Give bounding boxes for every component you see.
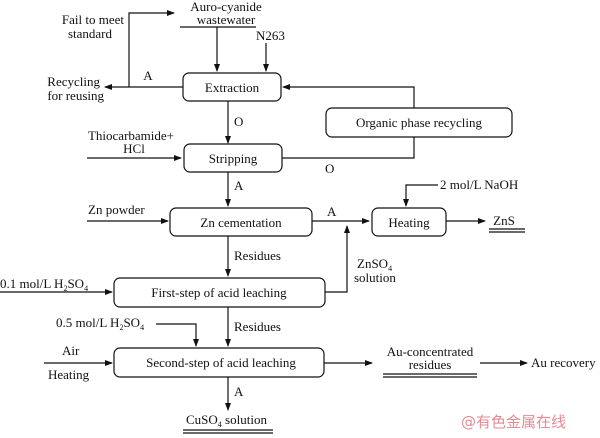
znso4-return-arrow xyxy=(325,225,350,293)
aqueous-label-extraction: A xyxy=(143,68,153,83)
residues-label-1: Residues xyxy=(234,248,281,263)
znso4-solution-label: solution xyxy=(354,270,396,285)
extraction-label: Extraction xyxy=(205,80,260,95)
recycle-label-line2: for reusing xyxy=(47,88,104,103)
acid2-arrow xyxy=(156,323,199,347)
fail-label-line2: standard xyxy=(68,26,113,41)
first-leach-label: First-step of acid leaching xyxy=(151,285,287,300)
acid2-prefix: 0.5 mol/L H xyxy=(56,315,119,330)
naoh-label: 2 mol/L NaOH xyxy=(440,177,518,192)
fail-loop-arrow xyxy=(128,10,175,87)
stripping-label: Stripping xyxy=(209,151,258,166)
heating-condition-label: Heating xyxy=(48,367,90,382)
acid1-sub4: 4 xyxy=(84,284,88,293)
cuso4-suffix: solution xyxy=(222,412,268,427)
heating-label: Heating xyxy=(388,215,430,230)
strip-reagent-line1: Thiocarbamide+ xyxy=(88,128,174,143)
au-conc-label-line2: residues xyxy=(409,357,452,372)
au-recovery-label: Au recovery xyxy=(531,355,596,370)
zn-cementation-box xyxy=(169,207,313,237)
acid1-sub2: 2 xyxy=(63,284,67,293)
au-conc-label-line1: Au-concentrated xyxy=(387,344,474,359)
heating-box xyxy=(371,207,447,237)
aqueous-label-stripping: A xyxy=(234,178,244,193)
organic-label-stripping: O xyxy=(325,161,334,176)
aqueous-label-leach2: A xyxy=(234,384,244,399)
fail-label-line1: Fail to meet xyxy=(62,12,124,27)
watermark: @有色金属在线 xyxy=(461,413,566,431)
organic-return-arrow xyxy=(282,84,415,108)
acid2-label: 0.5 mol/L H2SO4 xyxy=(56,315,144,332)
acid1-so: SO xyxy=(67,276,84,291)
znso4-sub: 4 xyxy=(388,264,392,273)
organic-label-extraction: O xyxy=(234,114,243,129)
cuso4-product: CuSO4 solution xyxy=(186,412,267,429)
acid2-sub4: 4 xyxy=(140,323,144,332)
second-leach-label: Second-step of acid leaching xyxy=(146,355,296,370)
naoh-arrow xyxy=(403,184,438,207)
znso4-prefix: ZnSO xyxy=(357,256,388,271)
residues-label-2: Residues xyxy=(234,319,281,334)
recycle-label-line1: Recycling xyxy=(47,74,100,89)
feed-label-line1: Auro-cyanide xyxy=(190,0,262,14)
air-label: Air xyxy=(62,343,80,358)
organic-recycling-label: Organic phase recycling xyxy=(356,115,483,130)
strip-reagent-line2: HCl xyxy=(123,141,145,156)
acid2-so: SO xyxy=(123,315,140,330)
cuso4-sub: 4 xyxy=(218,420,222,429)
cuso4-prefix: CuSO xyxy=(186,412,218,427)
acid2-sub2: 2 xyxy=(119,323,123,332)
aqueous-label-cementation: A xyxy=(327,204,337,219)
znso4-label: ZnSO4 xyxy=(357,256,392,273)
organic-recycling-box xyxy=(325,107,513,138)
first-leach-box xyxy=(113,277,326,308)
stripping-organic-line xyxy=(282,137,415,159)
zn-powder-label: Zn powder xyxy=(88,202,145,217)
acid1-label: 0.1 mol/L H2SO4 xyxy=(0,276,88,293)
zn-cementation-label: Zn cementation xyxy=(200,215,282,230)
zns-product: ZnS xyxy=(493,213,515,228)
acid1-prefix: 0.1 mol/L H xyxy=(0,276,63,291)
feed-label-line2: wastewater xyxy=(197,12,256,27)
n263-label: N263 xyxy=(256,28,285,43)
